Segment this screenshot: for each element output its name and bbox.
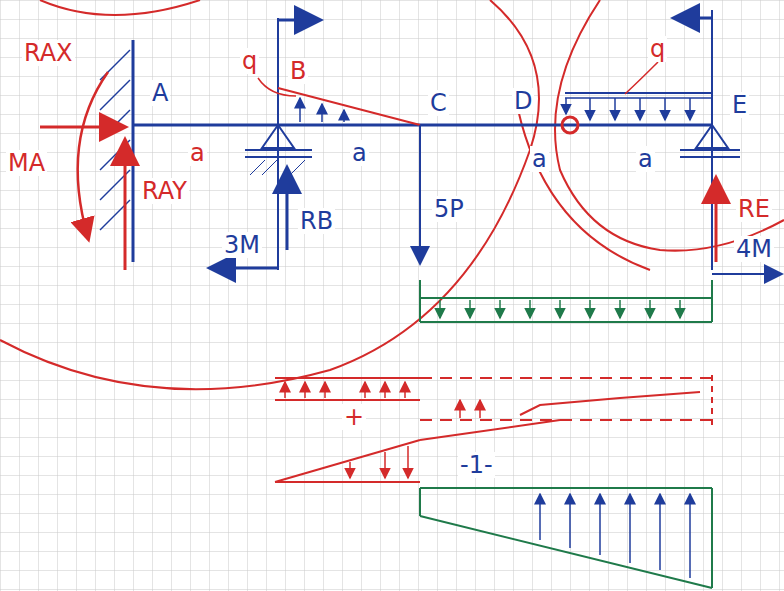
beam-label: C bbox=[428, 90, 449, 116]
beam-label: q bbox=[648, 36, 667, 62]
beam-label: 4M bbox=[734, 236, 774, 262]
beam-label: RAY bbox=[140, 178, 189, 204]
beam-label: 3M bbox=[222, 232, 262, 258]
beam-label: a bbox=[530, 146, 549, 172]
beam-label: MA bbox=[6, 150, 47, 176]
beam-label: RAX bbox=[22, 40, 75, 66]
beam-label: -1- bbox=[458, 452, 495, 478]
beam-label: a bbox=[350, 140, 369, 166]
beam-label: + bbox=[342, 404, 366, 430]
beam-label: a bbox=[636, 146, 655, 172]
beam-label: a bbox=[188, 140, 207, 166]
beam-label: B bbox=[288, 58, 308, 84]
beam-label: 5P bbox=[432, 196, 466, 222]
beam-label: E bbox=[730, 92, 749, 118]
beam-label: D bbox=[512, 88, 534, 114]
beam-label: q bbox=[240, 48, 259, 74]
beam-label: RE bbox=[736, 196, 772, 222]
beam-label: A bbox=[150, 80, 170, 106]
beam-label: RB bbox=[298, 208, 335, 234]
